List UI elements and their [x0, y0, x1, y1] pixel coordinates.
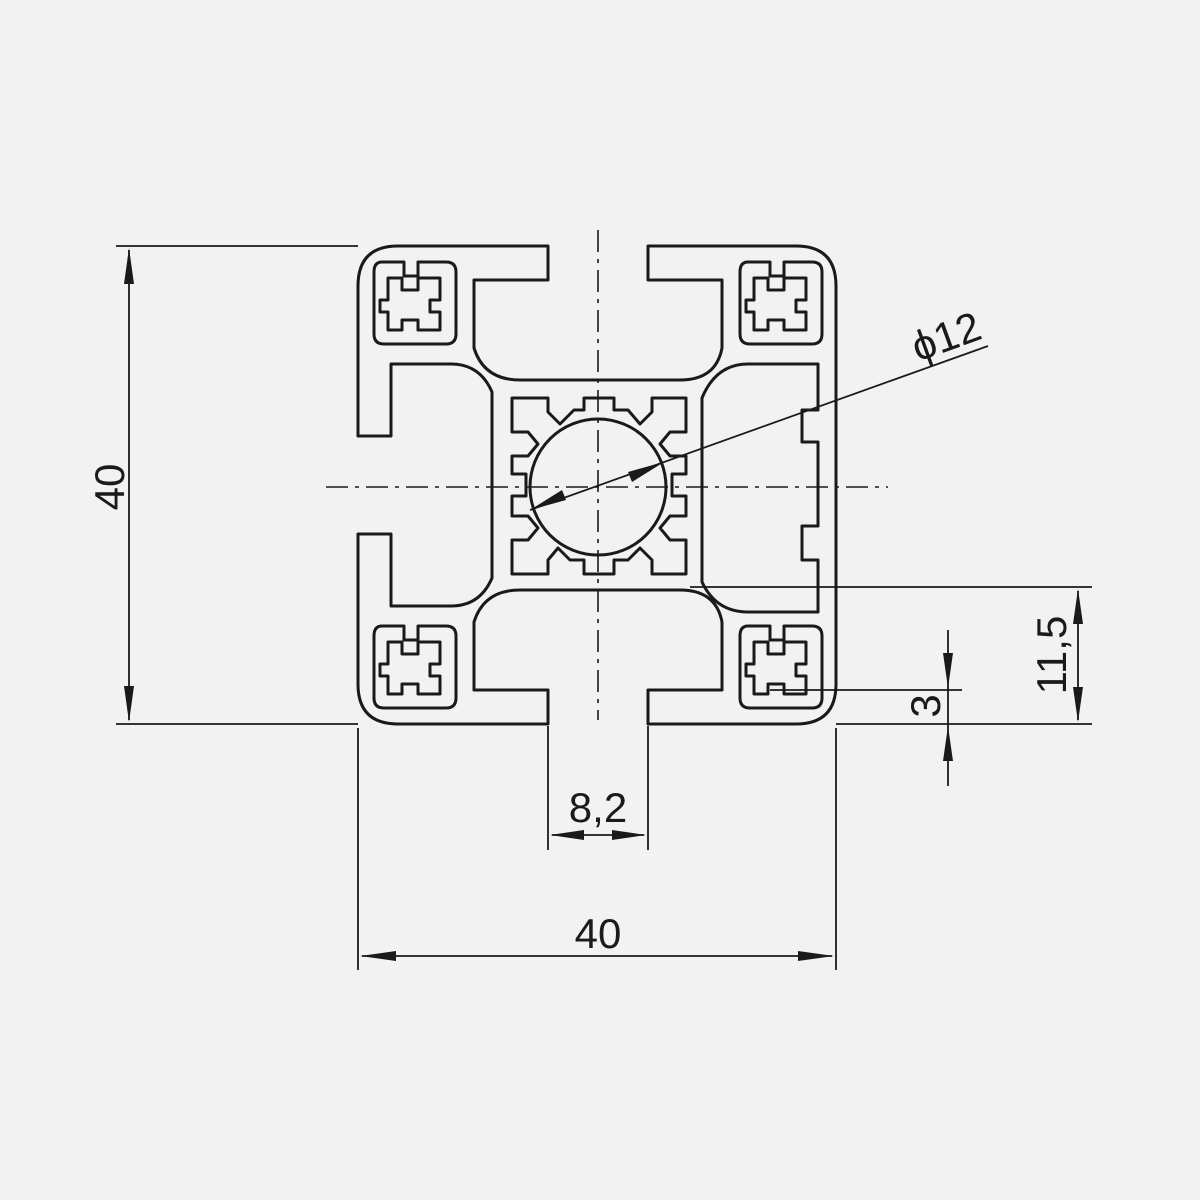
center-lines [326, 230, 888, 720]
corner-cavity-bottom-right [738, 624, 824, 710]
slot-depth-dimension: 11,5 [690, 586, 1092, 725]
height-dimension: 40 [86, 245, 358, 725]
corner-cavity-top-right [738, 260, 824, 346]
corner-cavity-top-left [372, 260, 458, 346]
width-dimension: 40 [357, 728, 837, 970]
wall-thickness-dimension: 3 [770, 630, 962, 786]
wall-thickness-label: 3 [902, 694, 949, 717]
profile-outline [356, 244, 838, 726]
slot-width-dimension: 8,2 [547, 726, 649, 850]
bore-diameter-label: ϕ12 [905, 302, 987, 370]
slot-depth-label: 11,5 [1028, 616, 1075, 695]
right-slot-pocket [700, 362, 820, 614]
height-label: 40 [86, 464, 133, 511]
width-label: 40 [575, 910, 622, 957]
slot-width-label: 8,2 [569, 784, 627, 831]
corner-cavity-bottom-left [372, 624, 458, 710]
